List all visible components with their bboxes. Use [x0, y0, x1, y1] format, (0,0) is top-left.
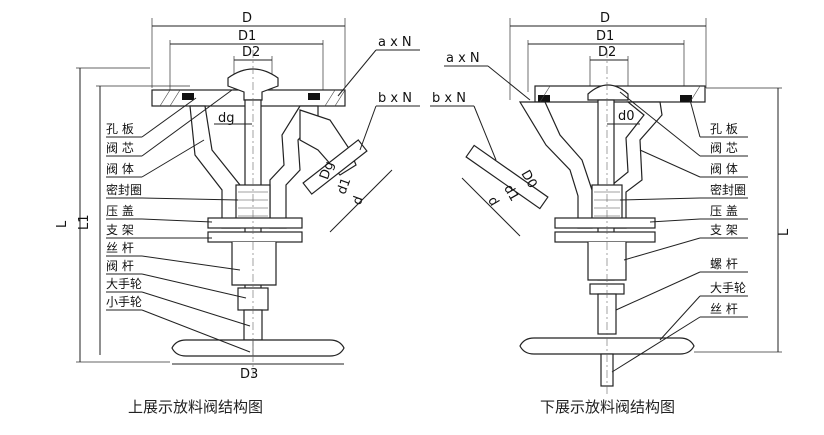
right-label-3: 密封圈	[710, 182, 746, 197]
right-caption: 下展示放料阀结构图	[540, 398, 675, 416]
right-label-5: 支 架	[710, 223, 738, 237]
left-dim-axN: a x N	[378, 35, 412, 50]
left-valve-drawing: D D1 D2	[55, 11, 420, 416]
left-dim-d1: d1	[335, 176, 355, 197]
right-valve-drawing: D D1 D2	[430, 11, 792, 416]
left-label-5: 支 架	[106, 223, 134, 237]
left-label-6: 丝 杆	[106, 241, 134, 255]
left-dim-D2: D2	[242, 45, 260, 60]
left-label-2: 阀 体	[106, 162, 134, 176]
right-label-1: 阀 芯	[710, 141, 738, 155]
right-dim-D: D	[600, 11, 610, 26]
left-label-8: 大手轮	[106, 277, 142, 291]
left-dim-D1: D1	[238, 29, 256, 44]
right-label-2: 阀 体	[710, 162, 738, 176]
right-label-4: 压 盖	[710, 204, 738, 218]
left-dim-d: d	[350, 194, 367, 207]
left-caption: 上展示放料阀结构图	[128, 398, 263, 416]
left-label-9: 小手轮	[106, 295, 142, 309]
left-dim-D: D	[242, 11, 252, 26]
left-label-1: 阀 芯	[106, 141, 134, 155]
left-label-3: 密封圈	[106, 182, 142, 197]
right-dim-D1: D1	[596, 29, 614, 44]
left-label-7: 阀 杆	[106, 259, 134, 273]
left-dim-bxN: b x N	[378, 91, 412, 106]
left-dim-L: L	[55, 220, 70, 228]
right-dim-d0: d0	[618, 109, 635, 124]
right-label-7: 大手轮	[710, 281, 746, 295]
right-label-6: 螺 杆	[710, 257, 738, 271]
right-dim-d: d	[484, 194, 501, 209]
left-label-0: 孔 板	[106, 122, 134, 136]
right-dim-bxN: b x N	[432, 91, 466, 106]
left-dim-Dg: Dg	[317, 159, 337, 181]
left-dim-dg: dg	[218, 111, 235, 126]
right-dim-L: L	[777, 228, 792, 236]
right-label-8: 丝 杆	[710, 302, 738, 316]
left-dim-D3: D3	[240, 367, 258, 382]
right-dim-d1: d1	[500, 182, 521, 204]
right-dim-axN: a x N	[446, 51, 480, 66]
right-label-0: 孔 板	[710, 122, 738, 136]
left-label-4: 压 盖	[106, 204, 134, 218]
left-dim-L1: L1	[77, 214, 92, 230]
